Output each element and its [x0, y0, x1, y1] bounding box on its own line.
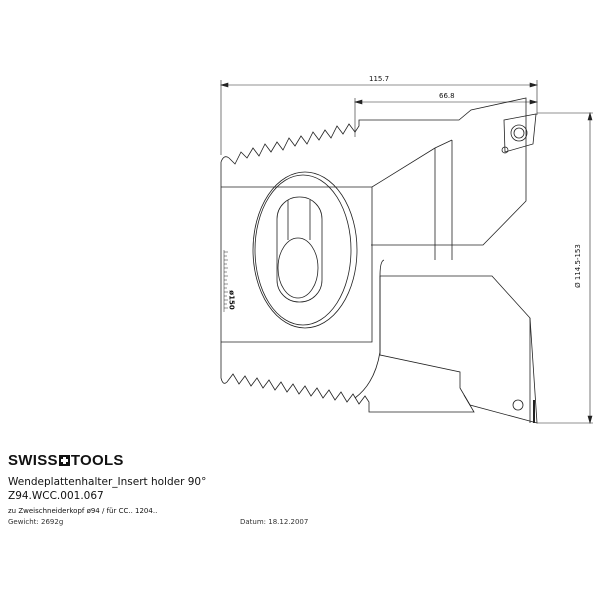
dimension-lines: [219, 80, 593, 425]
part-code: Z94.WCC.001.067: [8, 490, 104, 502]
drawing-title: Wendeplattenhalter_Insert holder 90°: [8, 476, 207, 488]
insert-screw-icon: [501, 113, 537, 411]
scale-label: ø150: [227, 290, 236, 310]
logo-right: TOOLS: [70, 452, 124, 469]
scale-ticks: [223, 250, 228, 312]
part-note: zu Zweischneiderkopf ø94 / für CC.. 1204…: [8, 507, 158, 515]
swiss-cross-icon: [58, 455, 70, 466]
clamp-oval: [252, 171, 358, 329]
weight: Gewicht: 2692g: [8, 518, 64, 526]
logo-left: SWISS: [8, 452, 58, 469]
dim-overall-length: 115.7: [369, 75, 390, 83]
brand-logo: SWISS TOOLS: [8, 452, 124, 469]
date: Datum: 18.12.2007: [240, 518, 309, 526]
holder-body: [220, 97, 538, 424]
dim-insert-offset: 66.8: [439, 92, 455, 100]
dim-diameter-range: Ø 114.5-153: [573, 244, 582, 288]
